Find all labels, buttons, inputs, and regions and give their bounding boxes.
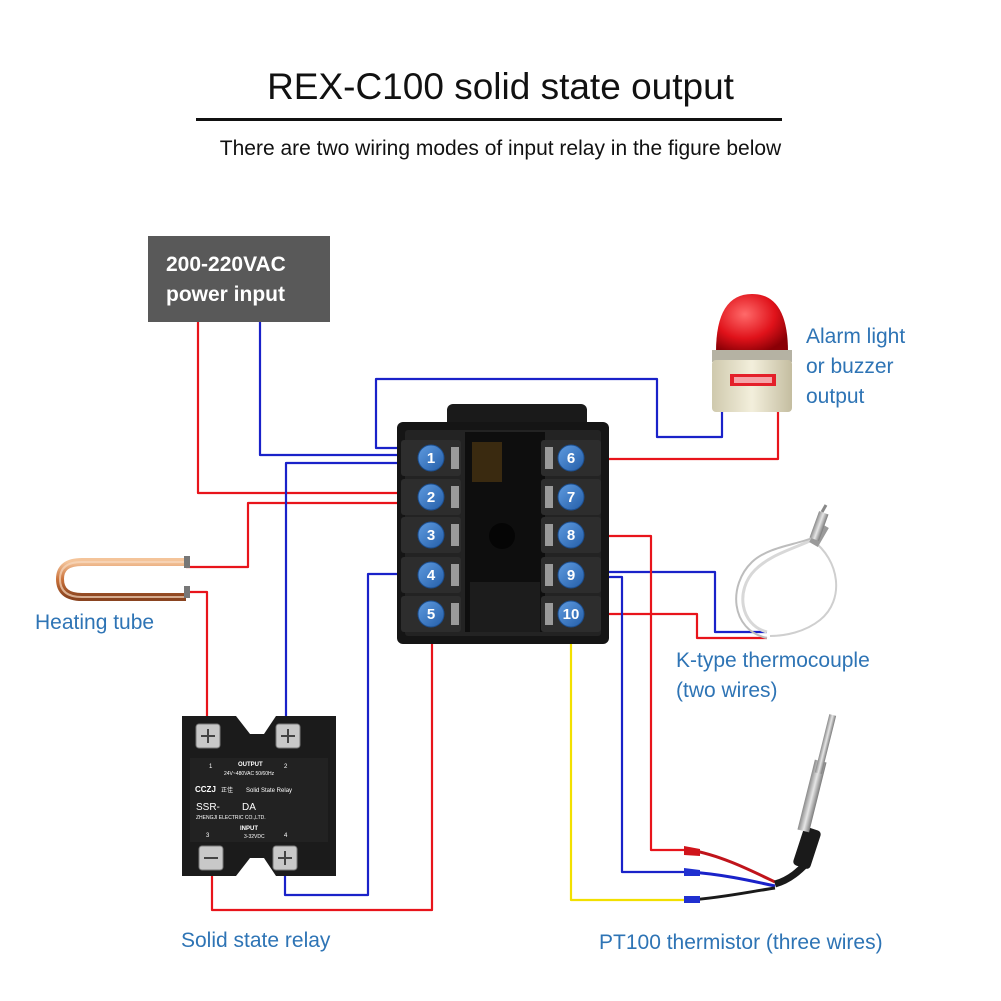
thermocouple-label-line-1: K-type thermocouple [676,649,870,672]
alarm-light-icon [712,294,792,437]
thermocouple-label: K-type thermocouple (two wires) [676,646,870,706]
wire-ssr-in-red [210,630,434,912]
terminal-number: 2 [427,489,435,506]
terminal-number: 10 [563,606,580,623]
alarm-output-label: Alarm light or buzzer output [806,322,905,412]
ssr-brand-cn: 正佳 [221,786,233,794]
ssr-terminal-3: 3 [206,833,210,839]
terminal-number: 6 [567,450,575,467]
ssr-brand: CCZJ [195,785,216,794]
terminal-8: 8 [541,517,601,553]
terminal-number: 5 [427,606,435,623]
ssr-maker: ZHENGJI ELECTRIC CO.,LTD. [196,815,266,821]
alarm-label-line-3: output [806,385,865,408]
terminal-number: 3 [427,527,435,544]
alarm-label-line-2: or buzzer [806,355,894,378]
pt100-probe-icon [684,714,837,903]
terminal-4: 4 [401,557,461,593]
ssr-output-spec: 24V~480VAC 50/60Hz [224,771,275,777]
heating-tube-icon [55,556,190,601]
power-input-box: 200-220VAC power input [148,236,330,322]
terminal-10: 10 [541,596,601,632]
ssr-product: Solid State Relay [246,788,292,794]
wire-power-blue [258,322,420,457]
wire-pt-red [585,534,690,852]
page-subtitle: There are two wiring modes of input rela… [219,137,782,160]
pt100-label: PT100 thermistor (three wires) [599,931,883,954]
wire-heating-red-ssr [186,590,209,732]
thermocouple-label-line-2: (two wires) [676,679,778,702]
terminal-5: 5 [401,596,461,632]
k-type-thermocouple-icon [735,504,838,639]
terminal-6: 6 [541,440,601,476]
terminal-number: 1 [427,450,435,467]
ssr-model-suffix: DA [242,802,256,813]
terminal-number: 8 [567,527,575,544]
terminal-2: 2 [401,479,461,515]
wire-power-red [196,322,420,495]
ssr-input-spec: 3-32VDC [244,834,265,840]
terminal-7: 7 [541,479,601,515]
terminal-1: 1 [401,440,461,476]
terminal-3: 3 [401,517,461,553]
ssr-terminal-4: 4 [284,833,288,839]
wire-ssr-in-blue [283,572,420,897]
power-input-caption: power input [166,283,285,306]
wire-heating-red-top [186,501,420,569]
terminal-number: 4 [427,567,436,584]
alarm-label-line-1: Alarm light [806,325,906,348]
title-underline [196,118,782,121]
wire-alarm-red [585,410,780,461]
page-title: REX-C100 solid state output [267,66,734,107]
ssr-terminal-1: 1 [209,764,213,770]
controller-terminal-block: 1 2 3 4 5 6 7 8 9 10 [397,404,609,644]
solid-state-relay-icon: 1 2 OUTPUT 24V~480VAC 50/60Hz CCZJ 正佳 So… [182,716,336,876]
ssr-input-label: INPUT [240,826,258,832]
power-input-voltage: 200-220VAC [166,253,286,276]
wire-pt-yellow [569,630,690,902]
wire-ssr-out-blue [284,461,420,732]
terminal-number: 7 [567,489,575,506]
ssr-model-prefix: SSR- [196,802,220,813]
ssr-terminal-2: 2 [284,764,288,770]
terminal-9: 9 [541,557,601,593]
ssr-output-label: OUTPUT [238,762,263,768]
wire-tc-red [585,612,767,640]
heating-tube-label: Heating tube [35,611,155,634]
terminal-number: 9 [567,567,575,584]
solid-state-relay-label: Solid state relay [181,929,331,952]
